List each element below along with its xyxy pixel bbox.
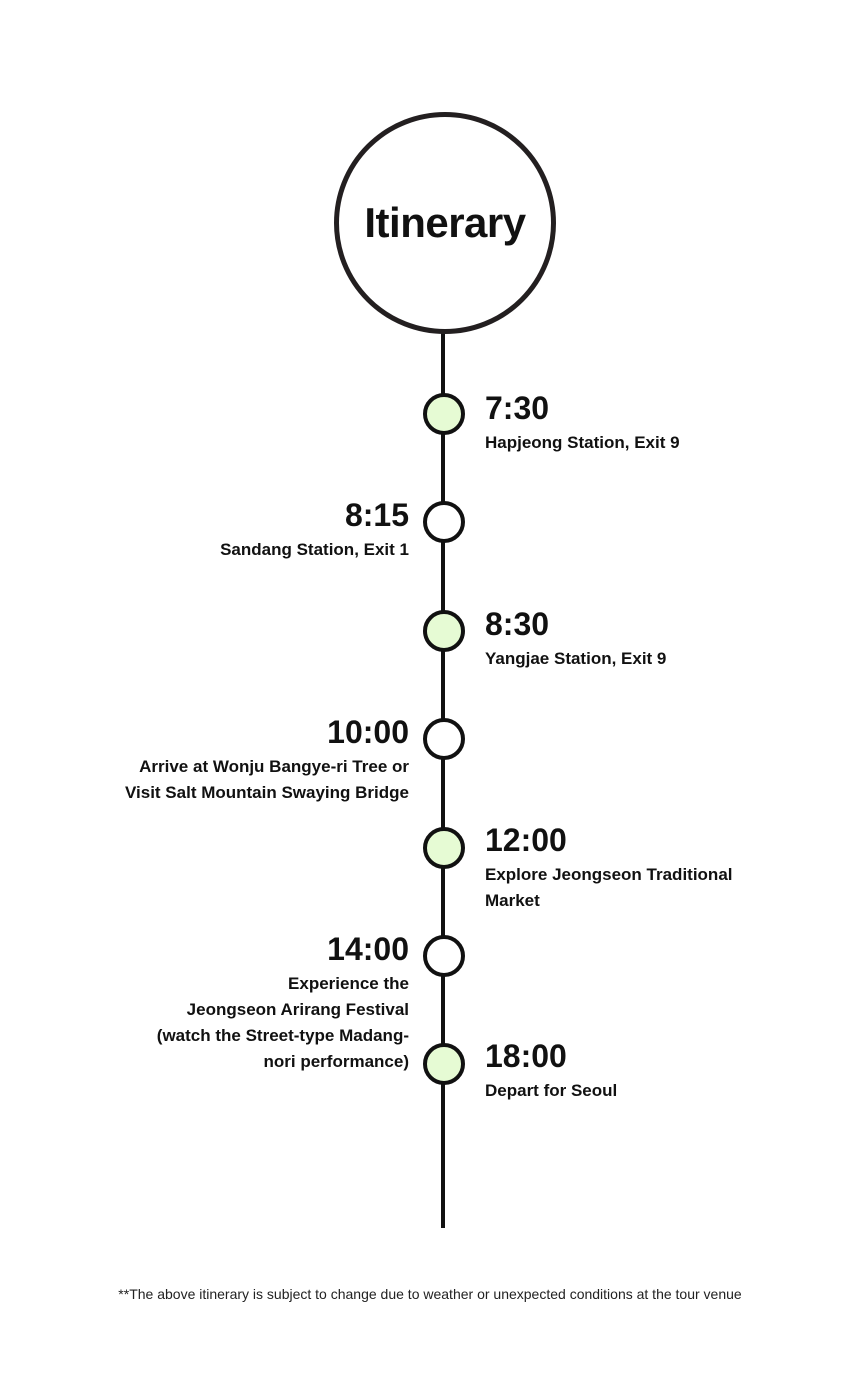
stop-time: 12:00 (485, 822, 567, 858)
timeline-node-6 (423, 935, 465, 977)
stop-time: 8:30 (485, 606, 550, 642)
timeline-node-5 (423, 827, 465, 869)
timeline-entry-7: 18:00 Depart for Seoul (485, 1038, 617, 1104)
timeline-node-2 (423, 501, 465, 543)
stop-time: 8:15 (344, 497, 409, 533)
page-title: Itinerary (364, 199, 526, 246)
stop-description: Depart for Seoul (485, 1081, 618, 1100)
stop-time: 10:00 (327, 714, 409, 750)
stop-time: 7:30 (485, 390, 550, 426)
stop-description: Sandang Station, Exit 1 (220, 540, 409, 559)
timeline-entry-1: 7:30 Hapjeong Station, Exit 9 (485, 390, 680, 456)
timeline-node-1 (423, 393, 465, 435)
stop-time: 18:00 (485, 1038, 567, 1074)
timeline-node-7 (423, 1043, 465, 1085)
timeline-node-4 (423, 718, 465, 760)
timeline-entry-3: 8:30 Yangjae Station, Exit 9 (485, 606, 666, 672)
timeline-entry-4: 10:00 Arrive at Wonju Bangye-ri Tree or … (125, 714, 409, 806)
stop-description: Hapjeong Station, Exit 9 (485, 433, 680, 452)
timeline-entry-2: 8:15 Sandang Station, Exit 1 (220, 497, 409, 563)
timeline-entry-6: 14:00 Experience the Jeongseon Arirang F… (157, 931, 409, 1075)
timeline-node-3 (423, 610, 465, 652)
stop-description: Arrive at Wonju Bangye-ri Tree or Visit … (124, 757, 409, 802)
stop-time: 14:00 (327, 931, 409, 967)
footnote: **The above itinerary is subject to chan… (118, 1286, 742, 1302)
stop-description: Explore Jeongseon Traditional Market (485, 865, 733, 910)
itinerary-title-circle: Itinerary (334, 112, 556, 334)
stop-description: Yangjae Station, Exit 9 (485, 649, 667, 668)
stop-description: Experience the Jeongseon Arirang Festiva… (156, 974, 409, 1071)
timeline-line (441, 330, 445, 1228)
timeline-entry-5: 12:00 Explore Jeongseon Traditional Mark… (485, 822, 733, 914)
